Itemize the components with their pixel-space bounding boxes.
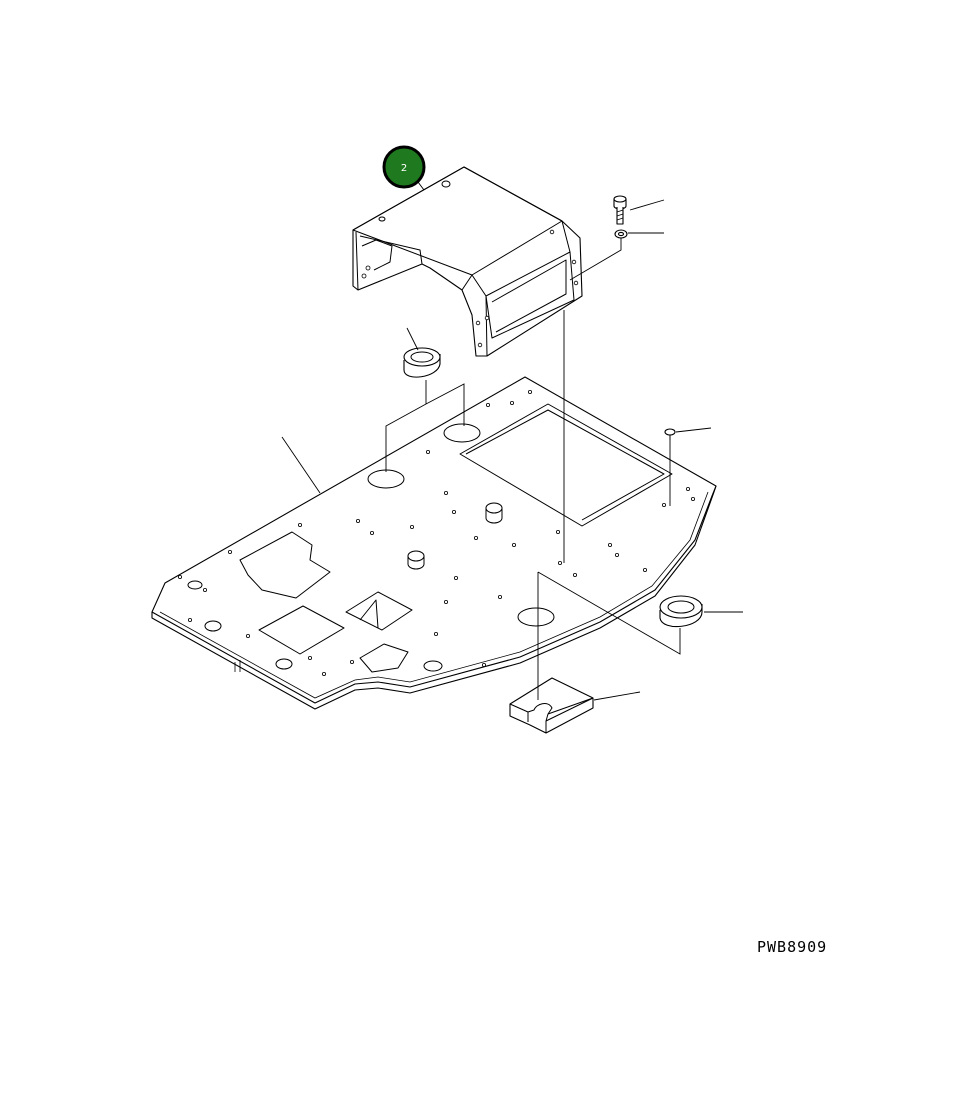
washer[interactable] <box>614 229 628 239</box>
grommet-right[interactable] <box>659 595 703 628</box>
callout-2[interactable]: 2 <box>382 145 426 189</box>
floor-plate[interactable] <box>151 376 717 710</box>
callout-2-label: 2 <box>401 163 407 174</box>
spacer-block[interactable] <box>509 677 594 734</box>
grommet-left[interactable] <box>403 347 441 378</box>
bolt[interactable] <box>613 195 627 225</box>
cover-bracket[interactable] <box>352 166 583 357</box>
pin[interactable] <box>664 428 676 440</box>
floor-plate-dots <box>177 389 696 677</box>
callout-leaders <box>281 181 743 701</box>
drawing-code: PWB8909 <box>757 938 827 956</box>
assembly-lines <box>385 238 681 700</box>
